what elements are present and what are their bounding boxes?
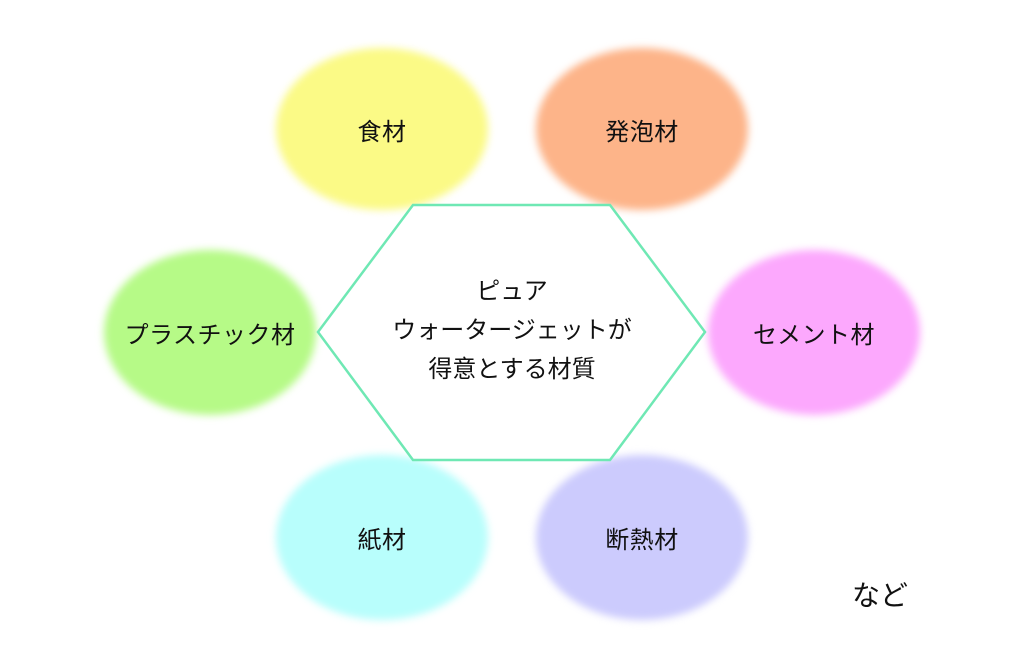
material-node-insulation: 断熱材 [536,455,748,620]
center-title-line-2: ウォータージェットが [392,316,632,344]
node-background [536,455,748,620]
material-label: 食材 [357,117,407,146]
footnote-etc: など [852,579,909,612]
node-background [536,48,748,210]
node-background [276,455,488,620]
material-node-plastic: プラスチック材 [104,250,316,415]
center-title: ピュア ウォータージェットが 得意とする材質 [352,272,672,389]
node-background [276,48,488,210]
material-node-cement: セメント材 [708,250,920,415]
node-background [708,250,920,415]
material-label: セメント材 [752,321,876,349]
center-title-line-3: 得意とする材質 [428,355,596,383]
material-label: 発泡材 [605,117,679,146]
material-node-paper: 紙材 [276,455,488,620]
material-node-food: 食材 [276,48,488,210]
material-label: 断熱材 [605,526,679,554]
center-title-line-1: ピュア [476,277,548,305]
material-label: プラスチック材 [124,321,296,349]
material-node-foam: 発泡材 [536,48,748,210]
material-label: 紙材 [357,526,407,554]
node-background [104,250,316,415]
